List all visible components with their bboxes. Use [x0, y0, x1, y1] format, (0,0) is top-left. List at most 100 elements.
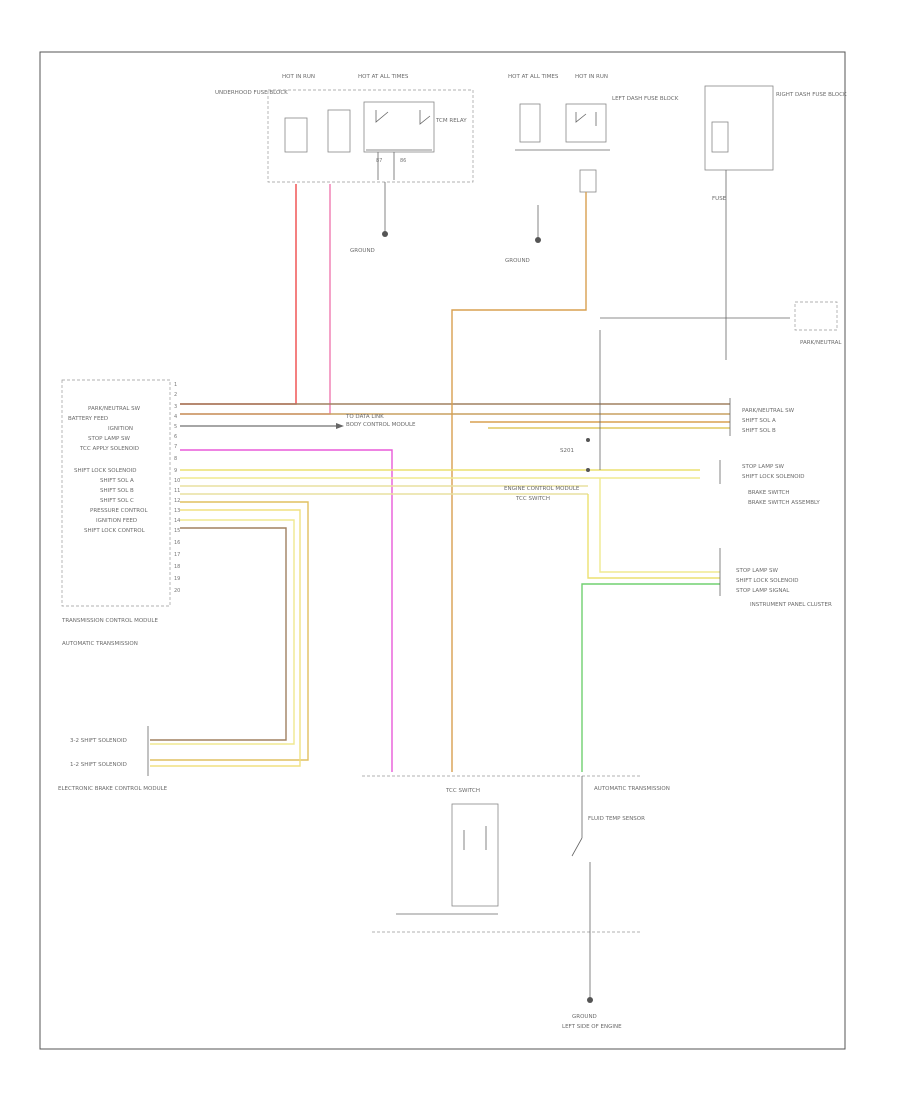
svg-text:1: 1	[174, 382, 177, 388]
splice-label: S201	[560, 448, 574, 454]
automatic-transmission-label: AUTOMATIC TRANSMISSION	[62, 641, 138, 647]
svg-text:20: 20	[174, 588, 180, 594]
wire-brown-sol	[150, 527, 287, 741]
relay-pin-a: 87	[376, 158, 382, 164]
wire-light-yellow-vert	[599, 478, 720, 573]
data-link-arrow	[336, 423, 344, 429]
tcm-pin-label-3: IGNITION	[108, 426, 133, 432]
right-label-7: SHIFT LOCK SOLENOID	[736, 578, 798, 584]
tcm-pin-label-1: PARK/NEUTRAL SW	[88, 406, 141, 412]
right-dash-fuse-box	[704, 85, 774, 171]
sol-left-label-1: 3-2 SHIFT SOLENOID	[70, 738, 127, 744]
svg-text:12: 12	[174, 498, 180, 504]
fuse-4-switch	[575, 112, 597, 126]
ground-top-mid-label: GROUND	[505, 258, 530, 264]
right-label-5: SHIFT LOCK SOLENOID	[742, 474, 804, 480]
svg-text:16: 16	[174, 540, 180, 546]
relay-box	[363, 101, 435, 153]
wire-yellow-vert	[587, 494, 720, 579]
tcc-switch-mid-label: TCC SWITCH	[515, 496, 550, 502]
svg-text:14: 14	[174, 518, 180, 524]
right-dash-fuse-block-label: RIGHT DASH FUSE BLOCK	[776, 92, 847, 98]
svg-text:15: 15	[174, 528, 180, 534]
bcm-label: BODY CONTROL MODULE	[346, 422, 416, 428]
svg-text:8: 8	[174, 456, 177, 462]
svg-text:10: 10	[174, 478, 180, 484]
svg-text:19: 19	[174, 576, 180, 582]
fuse-3	[519, 103, 541, 143]
tcm-pin-label-2: BATTERY FEED	[68, 416, 108, 422]
hot-at-all-times-label: HOT AT ALL TIMES	[358, 74, 409, 80]
right-label-6: STOP LAMP SW	[736, 568, 778, 574]
tcm-pin-label-10: PRESSURE CONTROL	[90, 508, 148, 514]
fluid-temp-switch	[571, 776, 591, 1000]
brake-switch-label: BRAKE SWITCH	[748, 490, 790, 496]
ipc-label: INSTRUMENT PANEL CLUSTER	[750, 602, 832, 608]
splice-dot-2	[586, 468, 590, 472]
tcm-pin-label-6: SHIFT LOCK SOLENOID	[74, 468, 136, 474]
right-label-2: SHIFT SOL A	[742, 418, 776, 424]
tcm-pin-label-5: TCC APPLY SOLENOID	[79, 446, 139, 452]
ecm-label: ENGINE CONTROL MODULE	[504, 486, 580, 492]
tcm-pin-label-11: IGNITION FEED	[96, 518, 137, 524]
tcc-switch-label: TCC SWITCH	[445, 788, 480, 794]
svg-text:2: 2	[174, 392, 177, 398]
right-label-4: STOP LAMP SW	[742, 464, 784, 470]
svg-text:9: 9	[174, 468, 177, 474]
right-label-1: PARK/NEUTRAL SW	[742, 408, 795, 414]
tcc-switch-box	[451, 803, 499, 907]
ground-symbol-top-left	[382, 231, 388, 237]
svg-text:11: 11	[174, 488, 180, 494]
tcc-switch-symbol	[463, 826, 487, 850]
hot-in-run-label: HOT IN RUN	[282, 74, 315, 80]
ground-bottom-desc: LEFT SIDE OF ENGINE	[562, 1024, 622, 1030]
tcm-pin-label-12: SHIFT LOCK CONTROL	[84, 528, 146, 534]
wire-yellow-sol-2	[150, 509, 301, 767]
fuse-top-right-label: FUSE	[712, 196, 727, 202]
fuse-6	[711, 121, 729, 153]
svg-text:18: 18	[174, 564, 180, 570]
ground-symbol-top-mid	[535, 237, 541, 243]
fuse-4	[565, 103, 607, 143]
svg-text:4: 4	[174, 414, 177, 420]
hot-in-run-2-label: HOT IN RUN	[575, 74, 608, 80]
svg-text:13: 13	[174, 508, 180, 514]
svg-text:5: 5	[174, 424, 177, 430]
brake-switch-desc: BRAKE SWITCH ASSEMBLY	[748, 500, 820, 506]
diagram-frame	[39, 51, 846, 1050]
right-label-3: SHIFT SOL B	[742, 428, 776, 434]
fluid-temp-label: FLUID TEMP SENSOR	[588, 816, 645, 822]
tcm-pin-label-4: STOP LAMP SW	[88, 436, 130, 442]
tcm-pin-label-7: SHIFT SOL A	[100, 478, 134, 484]
right-label-8: STOP LAMP SIGNAL	[736, 588, 790, 594]
electronic-brake-label: ELECTRONIC BRAKE CONTROL MODULE	[58, 786, 168, 792]
left-dash-fuse-block-label: LEFT DASH FUSE BLOCK	[612, 96, 679, 102]
wire-green	[581, 583, 720, 772]
svg-text:17: 17	[174, 552, 180, 558]
park-neutral-connector	[794, 301, 838, 331]
ground-top-left-label: GROUND	[350, 248, 375, 254]
fuse-2	[327, 109, 351, 153]
hot-at-all-times-2-label: HOT AT ALL TIMES	[508, 74, 559, 80]
svg-text:3: 3	[174, 404, 177, 410]
ground-bottom-label: GROUND	[572, 1014, 597, 1020]
svg-text:6: 6	[174, 434, 177, 440]
wire-pink-top	[180, 184, 331, 415]
tcm-pin-label-8: SHIFT SOL B	[100, 488, 134, 494]
svg-text:7: 7	[174, 444, 177, 450]
relay-switch	[375, 110, 431, 125]
fuse-1	[284, 117, 308, 153]
tcm-label: TRANSMISSION CONTROL MODULE	[61, 618, 158, 624]
wire-orange-vertical	[451, 192, 587, 772]
tcm-relay-label: TCM RELAY	[435, 118, 467, 124]
wire-yellow-sol-1	[150, 501, 309, 761]
fuse-5	[579, 169, 597, 193]
underhood-fuse-block-label: UNDERHOOD FUSE BLOCK	[215, 90, 288, 96]
wire-magenta	[180, 449, 393, 772]
tcm-outline	[61, 379, 171, 607]
data-link-label: TO DATA LINK	[345, 414, 384, 420]
automatic-transmission-2-label: AUTOMATIC TRANSMISSION	[594, 786, 670, 792]
wire-red	[180, 184, 297, 405]
